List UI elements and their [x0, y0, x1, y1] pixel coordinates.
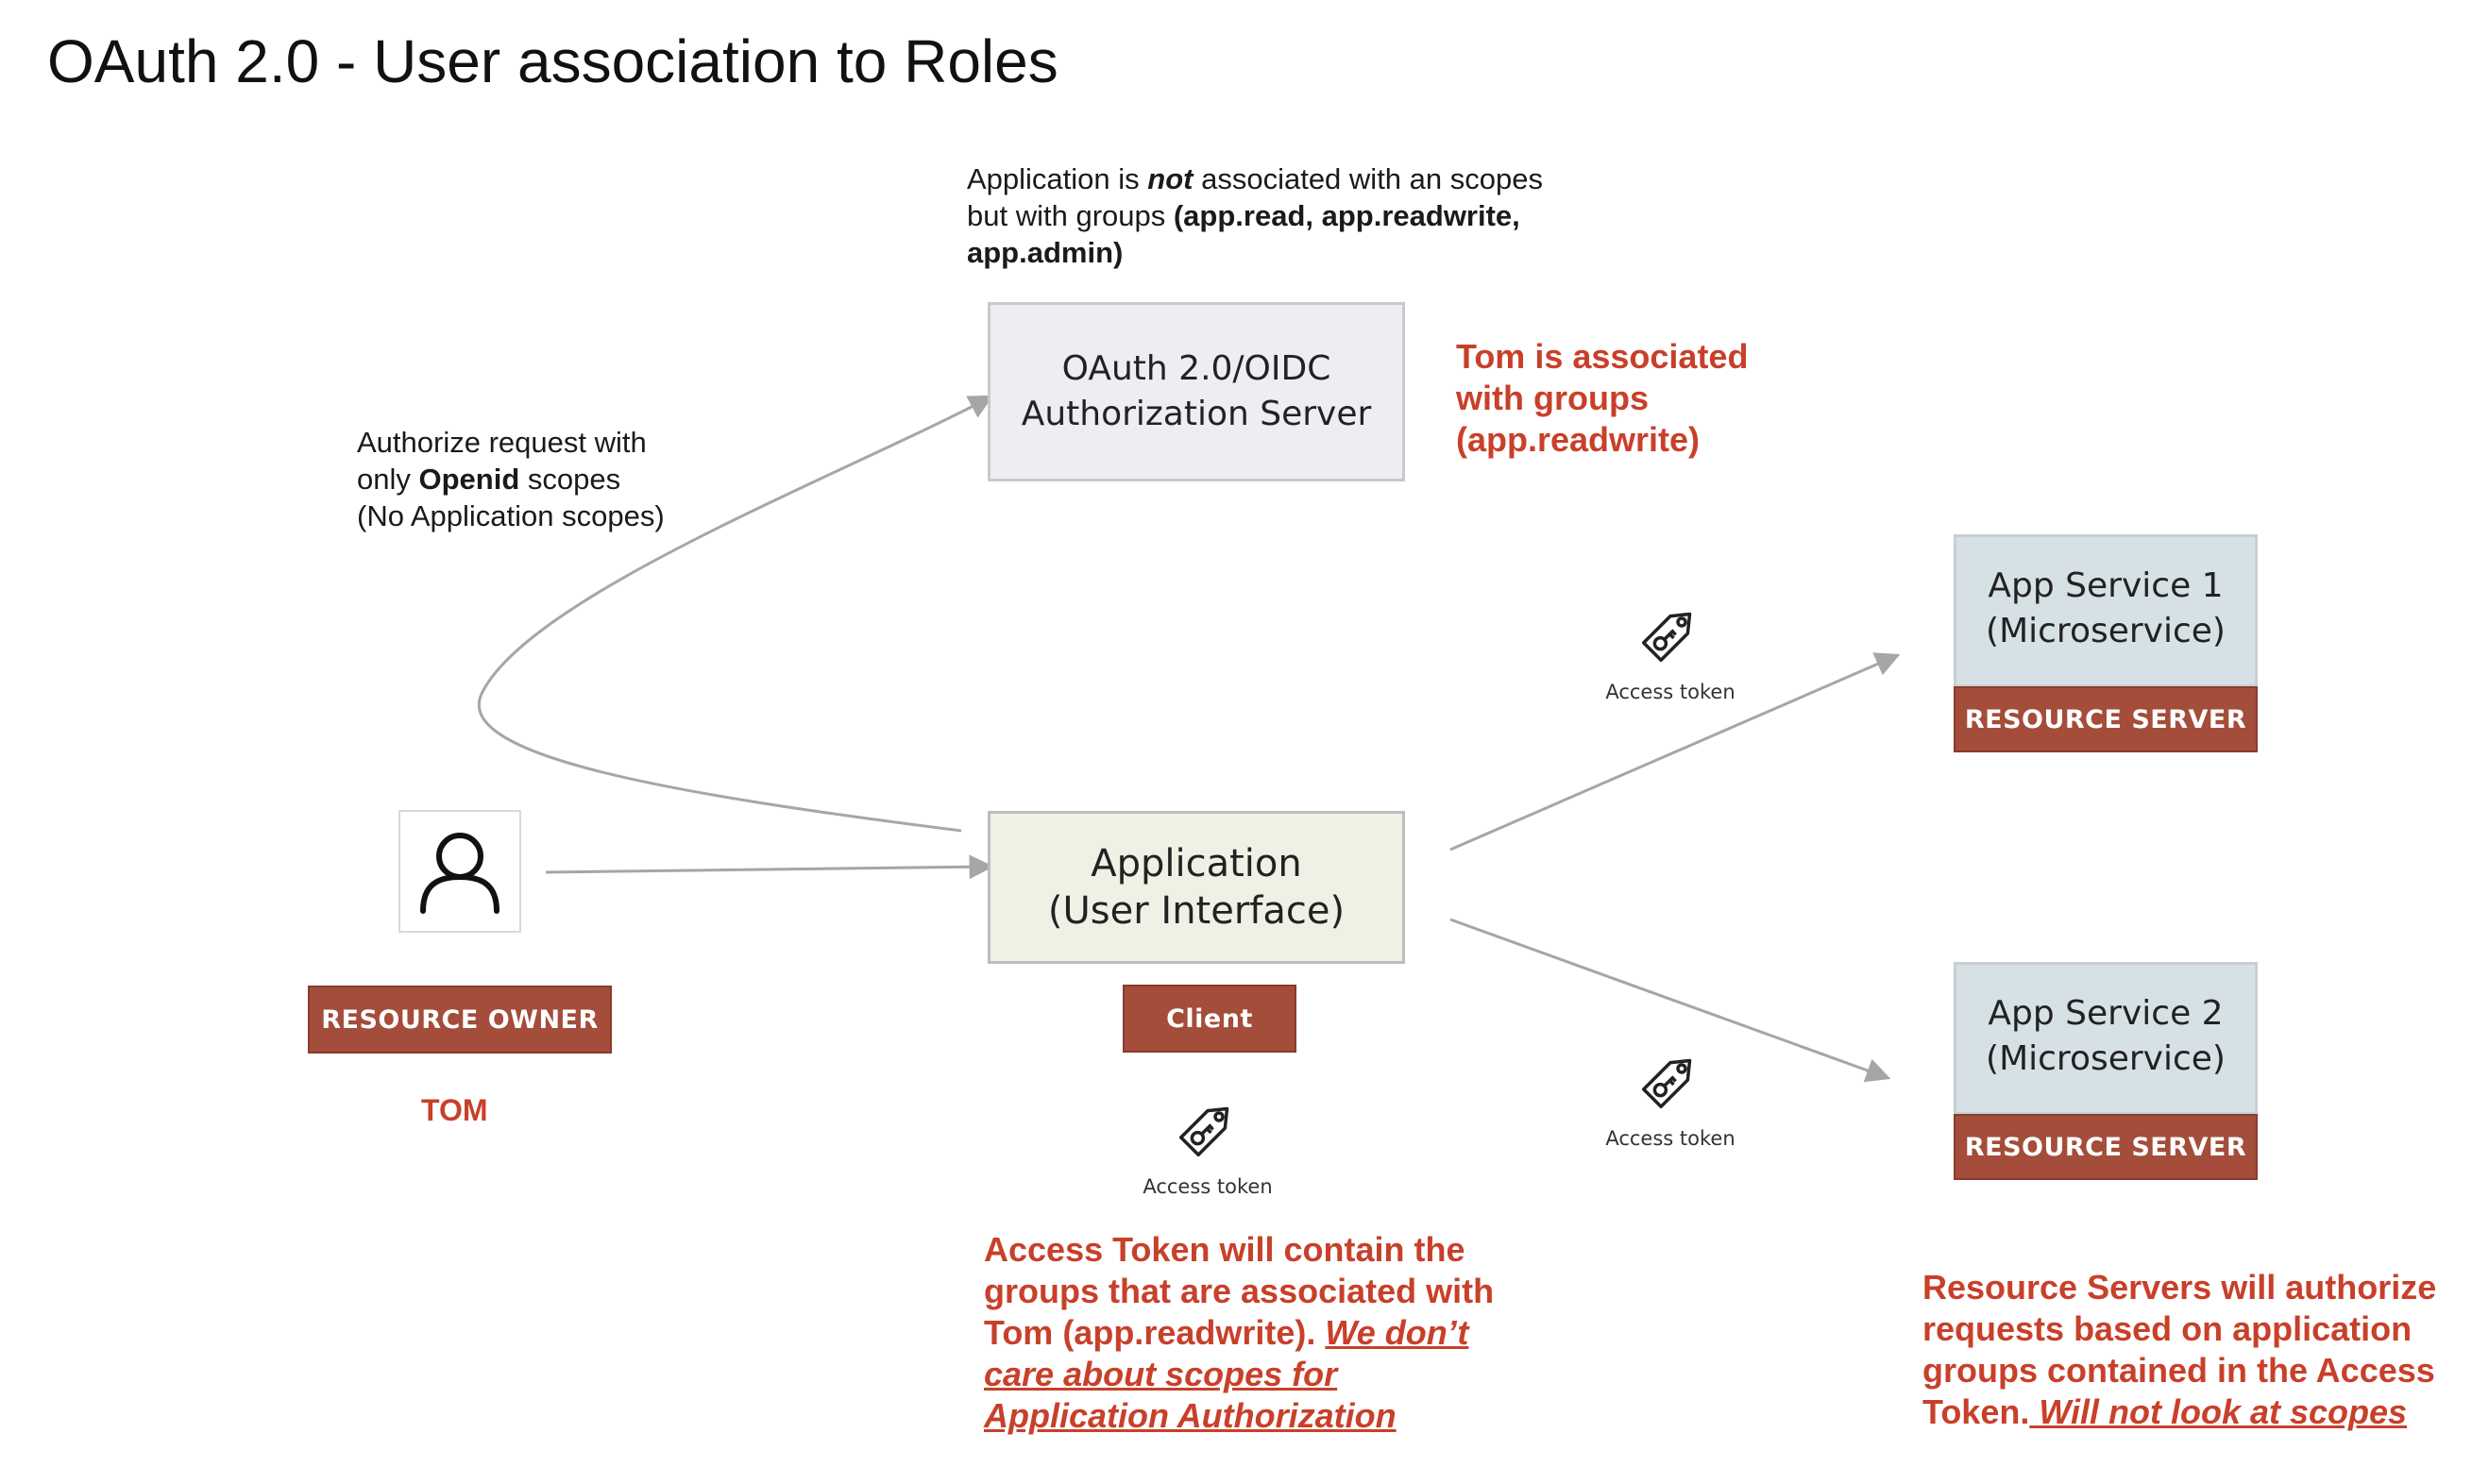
application-scope-note: Application is not associated with an sc…	[967, 162, 1543, 269]
app-service-1-type: (Microservice)	[1986, 612, 2226, 650]
access-token-client: Access token	[1132, 1088, 1283, 1198]
resource-server-2-label: RESOURCE SERVER	[1954, 1114, 2258, 1180]
tom-groups-note: Tom is associated with groups (app.readw…	[1456, 337, 1749, 459]
app-service-1-box[interactable]: App Service 1 (Microservice)	[1954, 534, 2258, 687]
app-service-2-type: (Microservice)	[1986, 1039, 2226, 1078]
page-title: OAuth 2.0 - User association to Roles	[47, 27, 1058, 95]
resource-server-note: Resource Servers will authorize requests…	[1922, 1268, 2437, 1431]
arrow-application-to-service1	[1449, 652, 1901, 852]
application-box[interactable]: Application (User Interface)	[988, 811, 1405, 964]
authorization-server-box[interactable]: OAuth 2.0/OIDC Authorization Server	[988, 302, 1405, 481]
owner-name: TOM	[421, 1093, 488, 1127]
access-token-service1: Access token	[1595, 593, 1746, 703]
client-label: Client	[1123, 985, 1296, 1053]
app-service-1-name: App Service 1	[1988, 566, 2224, 605]
access-token-icon	[1641, 612, 1692, 663]
resource-owner-label: RESOURCE OWNER	[308, 986, 612, 1054]
application-type: (User Interface)	[1047, 889, 1346, 933]
user-icon	[420, 833, 499, 914]
arrow-application-to-service2	[1449, 918, 1891, 1083]
access-token-icon	[1641, 1058, 1692, 1109]
authorize-request-note: Authorize request with only Openid scope…	[357, 426, 665, 532]
resource-server-1-label: RESOURCE SERVER	[1954, 686, 2258, 752]
resource-owner-avatar[interactable]	[398, 810, 521, 933]
access-token-service2: Access token	[1595, 1039, 1746, 1150]
access-token-note: Access Token will contain the groups tha…	[984, 1230, 1495, 1435]
authorization-server-name: OAuth 2.0/OIDC	[1061, 349, 1331, 388]
application-name: Application	[1091, 842, 1302, 885]
app-service-2-box[interactable]: App Service 2 (Microservice)	[1954, 962, 2258, 1115]
arrow-owner-to-application	[545, 854, 994, 880]
access-token-icon	[1178, 1106, 1229, 1157]
authorization-server-role: Authorization Server	[1021, 395, 1372, 433]
arrow-authorize-request	[478, 395, 994, 833]
app-service-2-name: App Service 2	[1988, 994, 2224, 1033]
